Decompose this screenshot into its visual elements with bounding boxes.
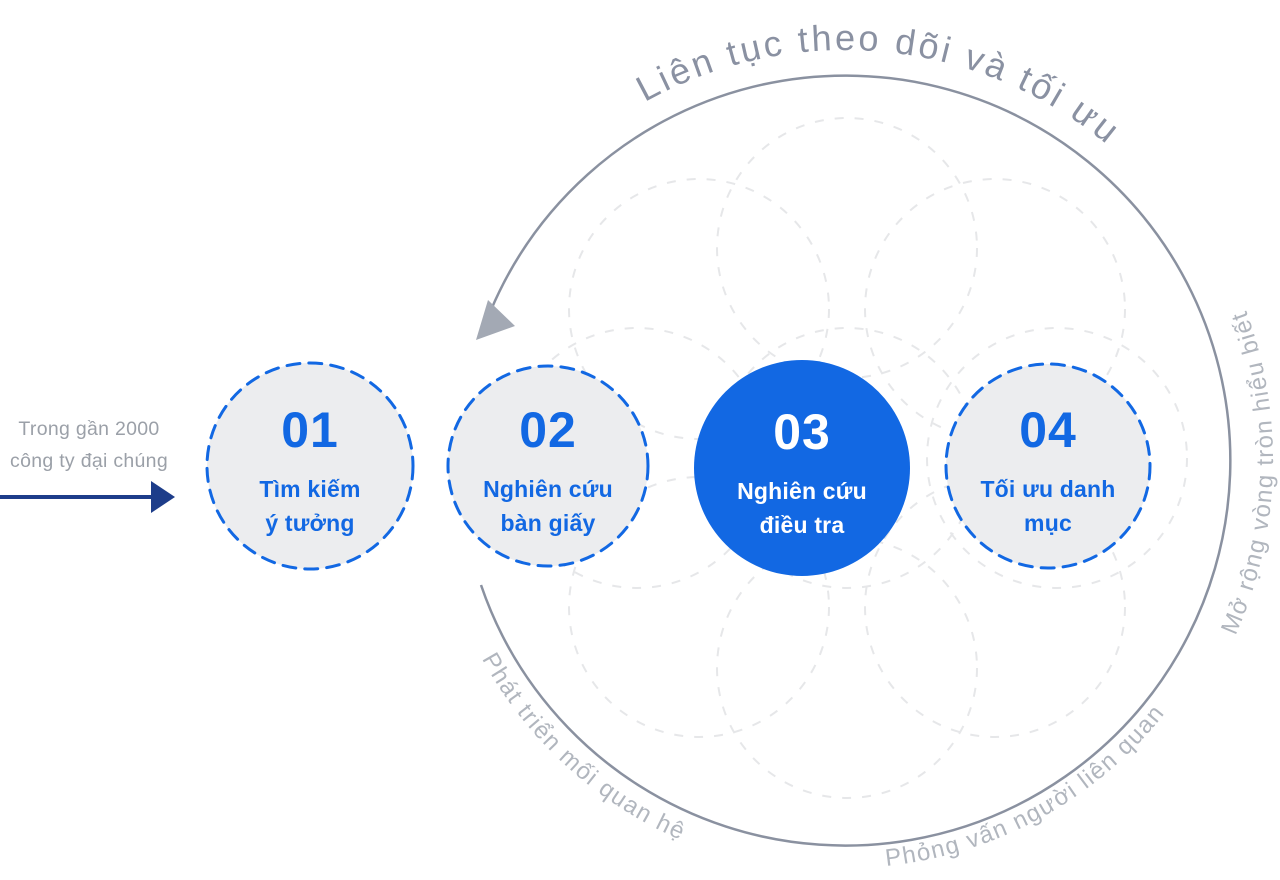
step-1: 01 Tìm kiếm ý tưởng [205, 361, 415, 571]
flower-petal-circle [716, 117, 978, 379]
label-cycle-bottom-right-text: Phỏng vấn người liên quan [884, 699, 1169, 872]
intro-arrow-head-icon [151, 481, 175, 513]
step-1-label-line2: ý tưởng [265, 510, 354, 536]
step-4: 04 Tối ưu danh mục [944, 362, 1152, 570]
step-4-number: 04 [1019, 402, 1077, 458]
label-cycle-right: Mở rộng vòng tròn hiểu biết [1216, 307, 1279, 638]
label-cycle-bottom-right: Phỏng vấn người liên quan [884, 699, 1171, 872]
intro-line1: Trong gần 2000 [18, 418, 159, 440]
step-1-number: 01 [281, 402, 339, 458]
cycle-arc [479, 74, 1232, 847]
step-1-label-line1: Tìm kiếm [259, 476, 360, 502]
step-4-circle [944, 362, 1152, 570]
step-2-label-line2: bàn giấy [501, 510, 596, 536]
step-2-circle [446, 364, 650, 568]
step-4-label-line1: Tối ưu danh [980, 476, 1115, 502]
step-3-label-line1: Nghiên cứu [737, 478, 867, 504]
flower-petal-circle [716, 537, 978, 799]
label-cycle-right-text: Mở rộng vòng tròn hiểu biết [1216, 307, 1278, 638]
step-2-number: 02 [519, 402, 577, 458]
step-3-circle [694, 360, 910, 576]
flower-petal-circle [864, 476, 1126, 738]
step-2: 02 Nghiên cứu bàn giấy [446, 364, 650, 568]
label-cycle-bottom-left-text: Phát triển mối quan hệ [476, 648, 688, 846]
step-4-label-line2: mục [1024, 510, 1072, 536]
flower-petal-circle [568, 476, 830, 738]
step-3-number: 03 [773, 404, 831, 460]
step-2-label-line1: Nghiên cứu [483, 476, 613, 502]
label-cycle-top: Liên tục theo dõi và tối ưu [629, 17, 1129, 152]
step-3: 03 Nghiên cứu điều tra [694, 360, 910, 576]
step-3-label-line2: điều tra [760, 512, 845, 538]
flower-petal-circle [926, 327, 1188, 589]
intro-annotation: Trong gần 2000 công ty đại chúng [0, 418, 175, 513]
cycle-arrowhead-icon [476, 300, 515, 340]
intro-line2: công ty đại chúng [10, 450, 168, 472]
label-cycle-bottom-left: Phát triển mối quan hệ [476, 648, 689, 846]
label-cycle-top-text: Liên tục theo dõi và tối ưu [629, 17, 1126, 152]
step-1-circle [205, 361, 415, 571]
